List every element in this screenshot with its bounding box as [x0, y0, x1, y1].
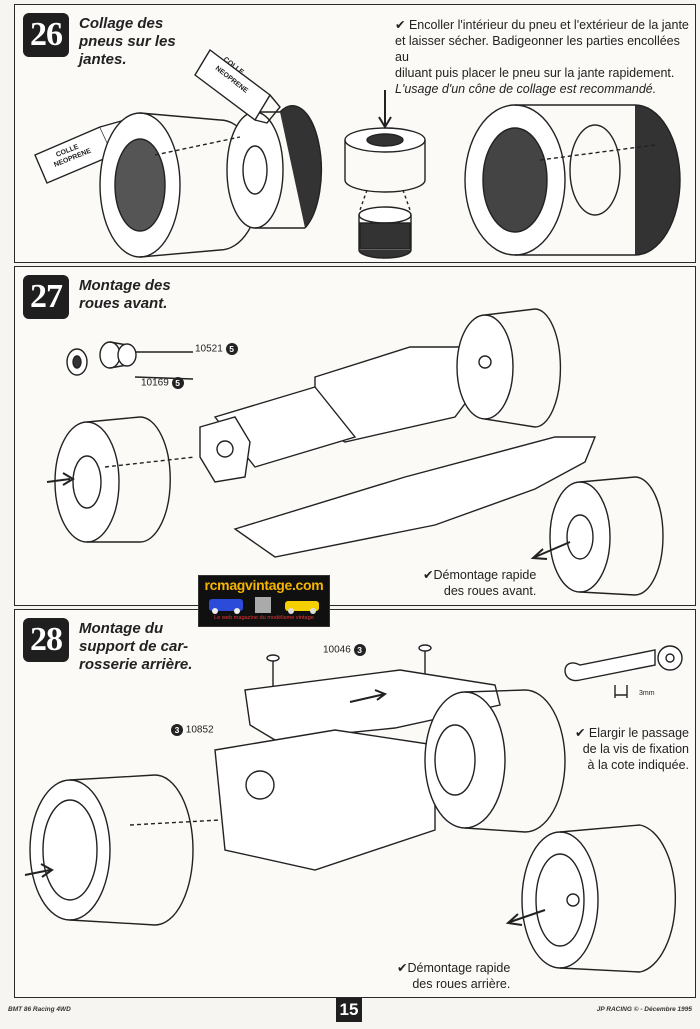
step-title-line: pneus sur les [79, 33, 176, 50]
footer-model: BMT 86 Racing 4WD [8, 1006, 71, 1013]
step-title: Collage des pneus sur les jantes. [79, 15, 176, 69]
part-code: 10852 [185, 724, 214, 736]
step-title-line: Collage des [79, 15, 164, 32]
step-title-line: Montage des [79, 277, 171, 294]
clip-detail [564, 645, 683, 698]
site-banner[interactable]: rcmagvintage.com Le web magazine du modé… [198, 575, 330, 627]
front-right-wheel-bottom [530, 476, 664, 596]
front-right-wheel-top [456, 308, 562, 428]
part-code: 10169 [141, 377, 169, 389]
tip-line: de la vis de fixation [582, 742, 689, 756]
banner-tagline: Le web magazine du modélisme vintage [214, 615, 314, 621]
instruction-line: ✔ Encoller l'intérieur du pneu et l'exté… [395, 18, 689, 32]
quick-release-note: ✔Démontage rapide des roues arrière. [397, 960, 510, 992]
nut-part [66, 348, 88, 376]
note-line: des roues arrière. [412, 977, 511, 991]
step-title: Montage du support de car- rosserie arri… [79, 620, 192, 674]
part-qty-badge: 5 [225, 343, 238, 355]
step-number: 26 [23, 13, 69, 57]
step-number: 27 [23, 275, 69, 319]
front-wheel-illustration [46, 308, 664, 596]
instruction-italic: L'usage d'un cône de collage est recomma… [395, 82, 657, 96]
rear-body-mount-illustration [24, 644, 683, 973]
step-title: Montage des roues avant. [79, 277, 171, 313]
part-qty-badge: 3 [353, 644, 366, 656]
step-28-panel: 28 Montage du support de car- rosserie a… [14, 609, 696, 998]
page-number: 15 [336, 998, 362, 1022]
step-26-panel: COLLE NEOPRENE COLLE NEOPRENE 26 Collage… [14, 4, 696, 263]
chassis-plate [213, 346, 597, 558]
step-title-line: roues avant. [79, 295, 168, 312]
part-qty-badge: 3 [171, 724, 183, 736]
step-title-line: support de car- [79, 638, 189, 655]
rear-left-wheel [24, 774, 221, 926]
part-qty-badge: 5 [171, 377, 184, 389]
tire-left [99, 112, 261, 258]
tip-line: ✔ Elargir le passage [574, 726, 689, 740]
rear-wheel-detached [505, 824, 677, 973]
front-left-wheel [46, 416, 196, 543]
rim-left [226, 105, 323, 229]
step-title-line: rosserie arrière. [79, 656, 193, 673]
instruction-line: et laisser sécher. Badigeonner les parti… [395, 34, 680, 64]
gearbox [214, 729, 436, 871]
footer-publisher: JP RACING © - Décembre 1995 [596, 1006, 692, 1013]
steering-knuckle [199, 416, 251, 483]
note-line: des roues avant. [443, 584, 537, 598]
clip-tip: ✔ Elargir le passage de la vis de fixati… [553, 725, 689, 773]
step-number: 28 [23, 618, 69, 662]
tire-gluing-illustration: COLLE NEOPRENE COLLE NEOPRENE [34, 48, 681, 259]
instruction-line: diluant puis placer le pneu sur la jante… [395, 66, 675, 80]
glue-tube-right [194, 48, 281, 124]
part-callout: 10169 5 [141, 377, 184, 389]
step-instructions: ✔ Encoller l'intérieur du pneu et l'exté… [395, 17, 691, 97]
dimension-label: 3mm [639, 690, 655, 697]
part-callout: 10046 3 [323, 644, 366, 656]
note-line: ✔Démontage rapide [397, 961, 511, 975]
step-title-line: jantes. [79, 51, 127, 68]
part-code: 10521 [195, 343, 223, 355]
bearing-part [99, 341, 137, 369]
part-callout: 10521 5 [195, 343, 238, 355]
gluing-cone [344, 90, 426, 259]
note-line: ✔Démontage rapide [423, 568, 537, 582]
banner-cars-logo [209, 597, 319, 614]
assembled-tire [464, 104, 681, 256]
quick-release-note: ✔Démontage rapide des roues avant. [423, 567, 536, 599]
rear-right-wheel [424, 689, 566, 833]
step-title-line: Montage du [79, 620, 164, 637]
part-code: 10046 [323, 644, 351, 656]
part-callout: 3 10852 [171, 724, 214, 736]
step-27-panel: 27 Montage des roues avant. 10521 5 1016… [14, 266, 696, 606]
banner-site-name: rcmagvintage.com [204, 577, 324, 593]
tip-line: à la cote indiquée. [587, 758, 689, 772]
